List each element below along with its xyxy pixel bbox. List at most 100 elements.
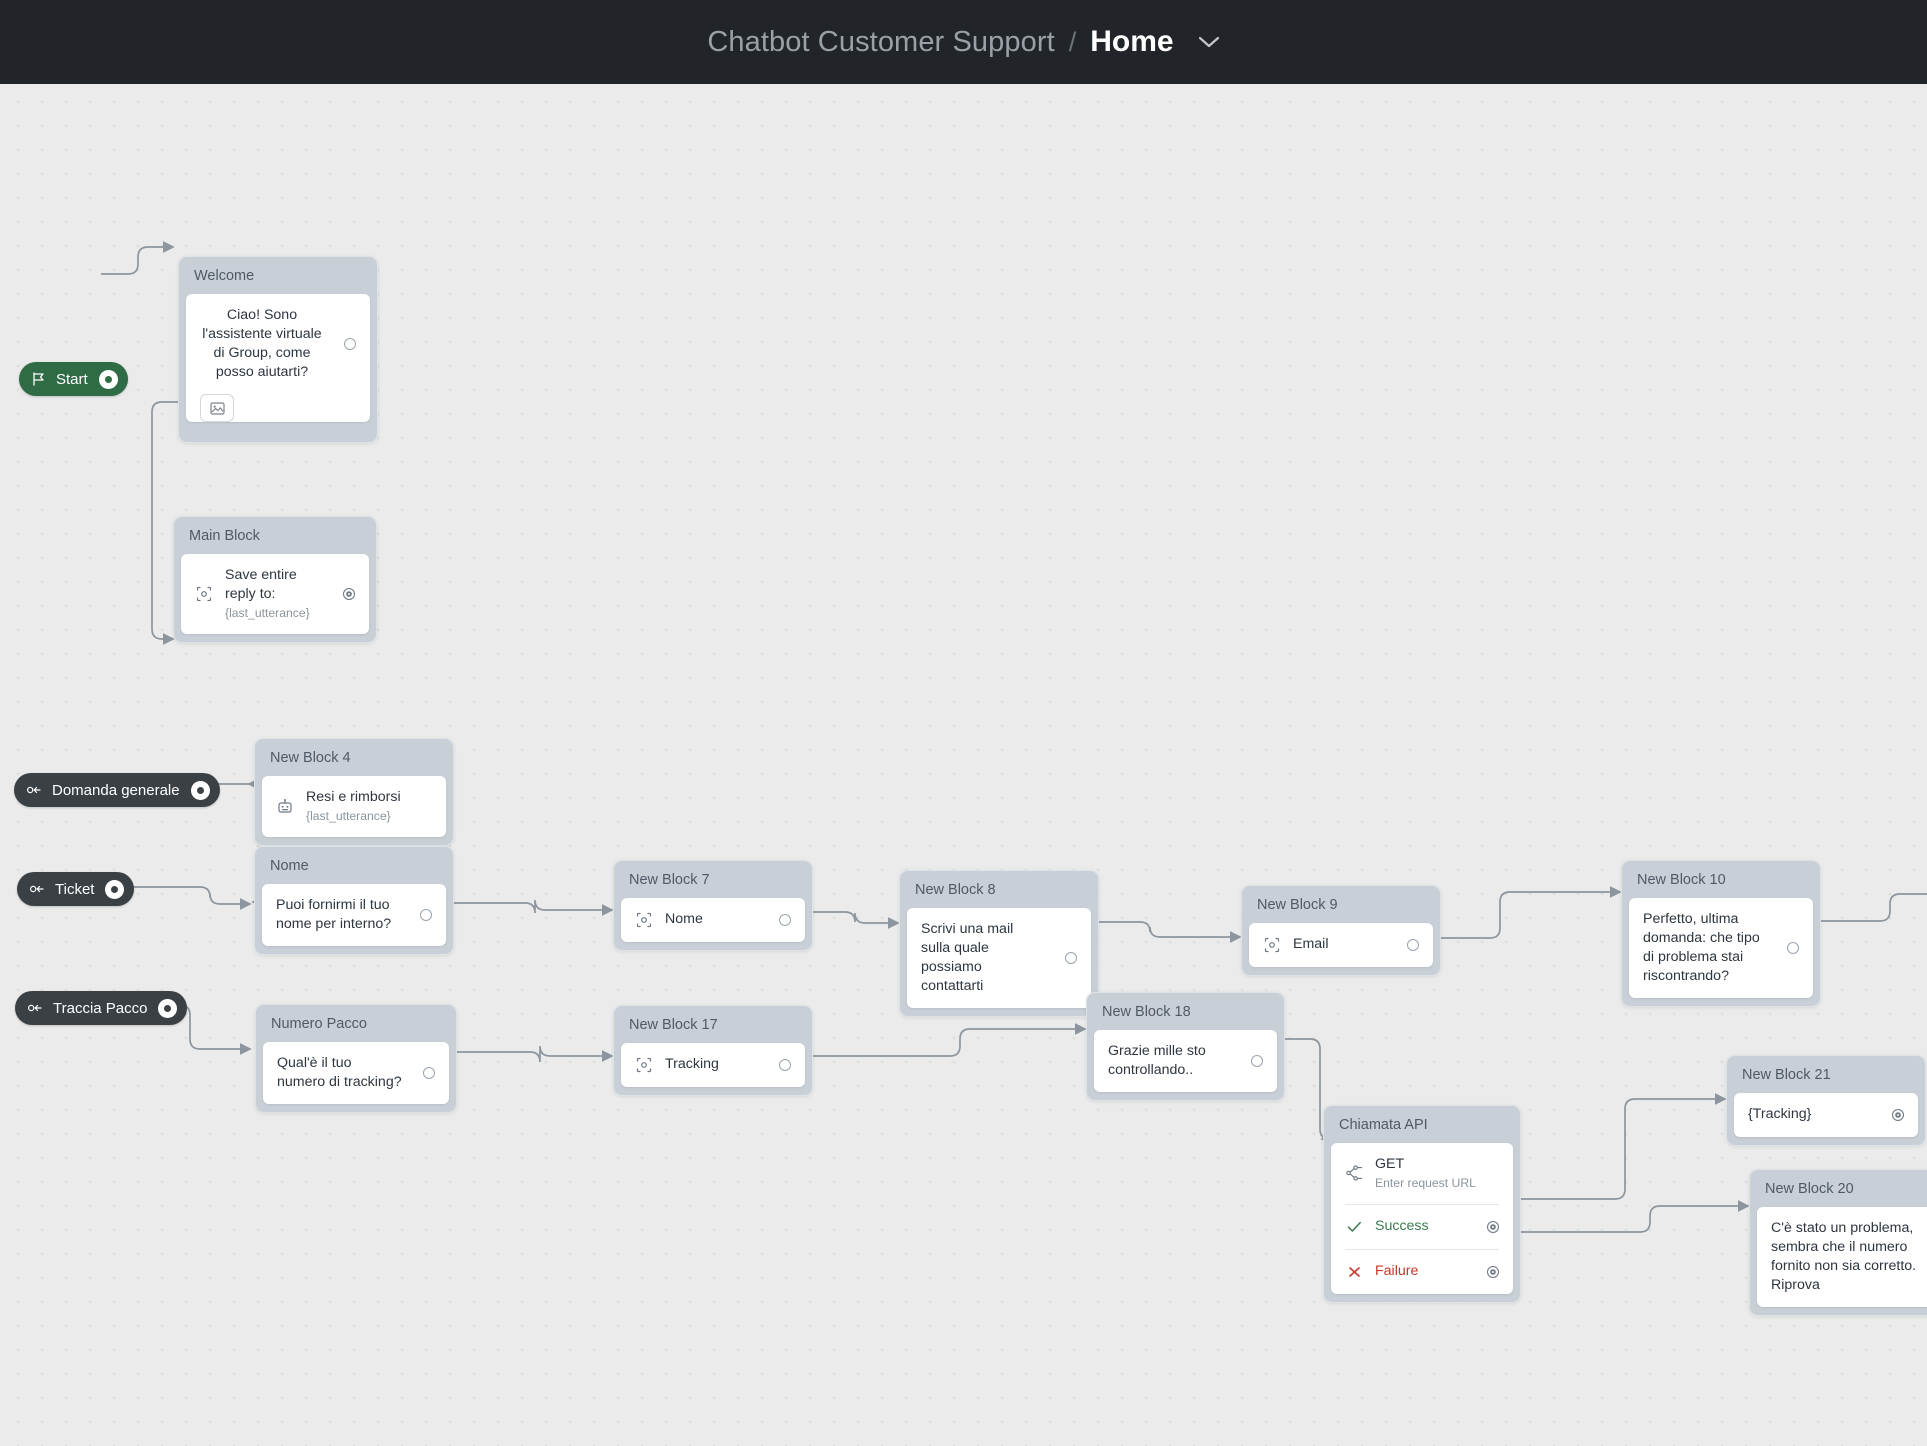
capture-icon — [635, 1057, 653, 1073]
edge-api-failure-nb20 — [1516, 1200, 1750, 1233]
capture-icon — [195, 586, 213, 602]
node-new-block-17[interactable]: New Block 17 Tracking — [613, 1005, 813, 1096]
numero-pacco-output-port[interactable] — [423, 1066, 435, 1079]
node-nome[interactable]: Nome Puoi fornirmi il tuo nome per inter… — [254, 846, 454, 955]
node-new-block-8-body: Scrivi una mail sulla quale possiamo con… — [907, 907, 1091, 1009]
api-request-text: GET Enter request URL — [1375, 1155, 1499, 1192]
node-new-block-18-body: Grazie mille sto controllando.. — [1094, 1029, 1277, 1092]
divider — [1345, 1248, 1499, 1250]
step-message[interactable]: Grazie mille sto controllando.. — [1094, 1030, 1277, 1092]
node-new-block-10-body: Perfetto, ultima domanda: che tipo di pr… — [1629, 897, 1813, 999]
main-block-capture-text: Save entire reply to: {last_utterance} — [225, 566, 323, 622]
api-success-output-port[interactable] — [1487, 1220, 1499, 1233]
node-new-block-7[interactable]: New Block 7 Nome — [613, 860, 813, 951]
edge-nb7-nb8 — [810, 911, 900, 929]
breadcrumb-project[interactable]: Chatbot Customer Support — [707, 25, 1055, 58]
node-new-block-20[interactable]: New Block 20 C'è stato un problema, semb… — [1749, 1169, 1927, 1317]
edge-nome-nb7 — [449, 899, 614, 916]
chevron-down-icon[interactable] — [1198, 35, 1220, 49]
cross-icon — [1345, 1266, 1363, 1278]
node-chiamata-api-body: GET Enter request URL Success Failure — [1331, 1142, 1513, 1294]
traccia-pacco-output-port[interactable] — [158, 998, 178, 1018]
api-icon — [1345, 1165, 1363, 1181]
step-intent[interactable]: Resi e rimborsi {last_utterance} — [262, 776, 446, 837]
step-api-failure[interactable]: Failure — [1331, 1250, 1513, 1294]
node-nome-body: Puoi fornirmi il tuo nome per interno? — [262, 883, 446, 946]
node-chiamata-api[interactable]: Chiamata API GET Enter request URL Succe… — [1323, 1105, 1521, 1303]
step-message[interactable]: C'è stato un problema, sembra che il num… — [1757, 1207, 1927, 1308]
new-block-9-output-port[interactable] — [1407, 938, 1419, 951]
step-capture[interactable]: Tracking — [621, 1043, 805, 1087]
breadcrumb-current[interactable]: Home — [1090, 25, 1174, 58]
trigger-traccia-pacco[interactable]: Traccia Pacco — [15, 991, 188, 1025]
new-block-21-message-text: {Tracking} — [1748, 1105, 1812, 1122]
new-block-21-output-port[interactable] — [1892, 1108, 1904, 1121]
step-message[interactable]: Ciao! Sono l'assistente virtuale di Grou… — [186, 294, 370, 395]
step-capture[interactable]: Email — [1249, 923, 1433, 967]
new-block-17-capture-text: Tracking — [665, 1055, 719, 1072]
new-block-4-intent-text: Resi e rimborsi {last_utterance} — [306, 788, 432, 825]
breadcrumb: Chatbot Customer Support / Home — [707, 25, 1219, 59]
node-welcome-title: Welcome — [194, 268, 255, 284]
flow-canvas[interactable]: Start Domanda generale Ticket Traccia Pa… — [0, 84, 1927, 1446]
new-block-7-capture-text: Nome — [665, 910, 703, 927]
ticket-output-port[interactable] — [105, 879, 125, 899]
edge-nb9-nb10 — [1437, 886, 1622, 939]
flag-icon — [32, 372, 45, 386]
step-message[interactable]: {Tracking} — [1734, 1093, 1918, 1137]
new-block-17-output-port[interactable] — [779, 1058, 791, 1071]
new-block-10-output-port[interactable] — [1787, 941, 1799, 954]
api-failure-output-port[interactable] — [1487, 1265, 1499, 1278]
main-block-output-port[interactable] — [343, 587, 355, 600]
trigger-start[interactable]: Start — [19, 362, 128, 396]
new-block-8-output-port[interactable] — [1065, 951, 1077, 964]
new-block-7-output-port[interactable] — [779, 913, 791, 926]
top-bar: Chatbot Customer Support / Home — [0, 0, 1927, 84]
new-block-18-output-port[interactable] — [1251, 1054, 1263, 1067]
step-message[interactable]: Puoi fornirmi il tuo nome per interno? — [262, 884, 446, 946]
node-numero-pacco-body: Qual'è il tuo numero di tracking? — [263, 1041, 449, 1104]
node-new-block-9[interactable]: New Block 9 Email — [1241, 885, 1441, 976]
node-new-block-9-body: Email — [1249, 922, 1433, 967]
node-new-block-4-title: New Block 4 — [270, 750, 351, 766]
node-new-block-18-title: New Block 18 — [1102, 1004, 1191, 1020]
start-output-port[interactable] — [98, 369, 118, 389]
edge-api-success-nb21 — [1516, 1093, 1727, 1200]
node-new-block-18[interactable]: New Block 18 Grazie mille sto controllan… — [1086, 992, 1285, 1101]
edge-nb10-next — [1818, 893, 1927, 922]
intent-icon — [28, 1003, 42, 1013]
step-message[interactable]: Scrivi una mail sulla quale possiamo con… — [907, 908, 1091, 1009]
new-block-8-message-text: Scrivi una mail sulla quale possiamo con… — [921, 920, 1014, 995]
edge-start-welcome — [101, 241, 175, 275]
edge-numeropacco-nb17 — [454, 1045, 614, 1063]
step-api-success[interactable]: Success — [1331, 1205, 1513, 1249]
domanda-generale-output-port[interactable] — [190, 780, 210, 800]
trigger-domanda-generale[interactable]: Domanda generale — [14, 773, 220, 807]
node-main-block[interactable]: Main Block Save entire reply to: {last_u… — [173, 516, 377, 643]
nome-output-port[interactable] — [420, 908, 432, 921]
step-message[interactable]: Perfetto, ultima domanda: che tipo di pr… — [1629, 898, 1813, 999]
step-message[interactable]: Qual'è il tuo numero di tracking? — [263, 1042, 449, 1104]
node-welcome[interactable]: Welcome Ciao! Sono l'assistente virtuale… — [178, 256, 378, 444]
api-url-placeholder[interactable]: Enter request URL — [1375, 1175, 1476, 1190]
node-new-block-8[interactable]: New Block 8 Scrivi una mail sulla quale … — [899, 870, 1099, 1018]
node-new-block-10-title: New Block 10 — [1637, 872, 1726, 888]
new-block-10-message-text: Perfetto, ultima domanda: che tipo di pr… — [1643, 910, 1760, 985]
node-new-block-10[interactable]: New Block 10 Perfetto, ultima domanda: c… — [1621, 860, 1821, 1008]
node-welcome-body: Ciao! Sono l'assistente virtuale di Grou… — [186, 293, 370, 423]
node-new-block-7-title: New Block 7 — [629, 872, 710, 888]
new-block-20-message-text: C'è stato un problema, sembra che il num… — [1771, 1219, 1917, 1294]
step-capture[interactable]: Save entire reply to: {last_utterance} — [181, 554, 369, 634]
image-icon[interactable] — [200, 394, 234, 423]
step-capture[interactable]: Nome — [621, 898, 805, 942]
node-main-block-body: Save entire reply to: {last_utterance} — [181, 553, 369, 634]
welcome-output-port[interactable] — [344, 337, 356, 350]
node-numero-pacco[interactable]: Numero Pacco Qual'è il tuo numero di tra… — [255, 1004, 457, 1113]
divider — [1345, 1203, 1499, 1205]
node-new-block-4[interactable]: New Block 4 Resi e rimborsi {last_uttera… — [254, 738, 454, 846]
node-new-block-21[interactable]: New Block 21 {Tracking} — [1726, 1055, 1926, 1146]
node-new-block-20-title: New Block 20 — [1765, 1181, 1854, 1197]
intent-bot-icon — [276, 798, 294, 814]
trigger-ticket[interactable]: Ticket — [17, 872, 135, 906]
step-api-request[interactable]: GET Enter request URL — [1331, 1143, 1513, 1204]
